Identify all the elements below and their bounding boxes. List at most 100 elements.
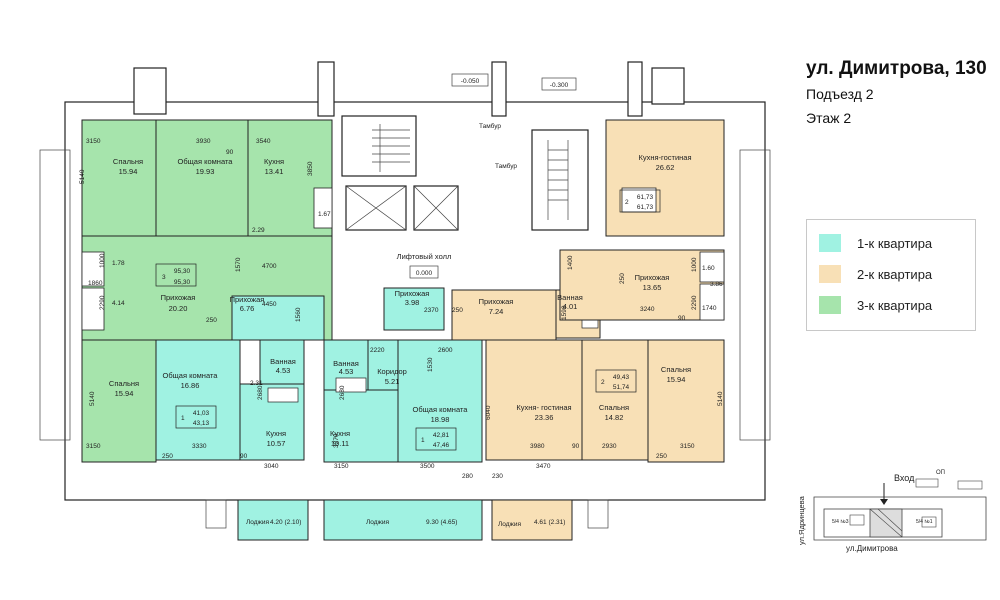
svg-text:1400: 1400 xyxy=(567,255,574,270)
apartment-3-room[interactable] xyxy=(81,119,333,463)
apartment-1-room-a[interactable] xyxy=(155,295,325,541)
svg-text:3470: 3470 xyxy=(536,463,551,470)
svg-text:3.86: 3.86 xyxy=(710,281,723,288)
svg-text:42,81: 42,81 xyxy=(433,432,450,439)
svg-text:2290: 2290 xyxy=(99,295,106,310)
svg-text:Лоджия: Лоджия xyxy=(366,519,390,526)
core-labels: -0.050 -0.300 Тамбур Тамбур Лифтовый хол… xyxy=(397,78,569,277)
legend-item-2-room: 2-к квартира xyxy=(819,263,932,285)
svg-text:1: 1 xyxy=(181,415,185,422)
entrance-label: Подъезд 2 xyxy=(806,86,874,102)
svg-text:2: 2 xyxy=(625,199,629,206)
legend-label: 3-к квартира xyxy=(857,297,933,313)
room-bedroom-mid xyxy=(581,339,649,461)
svg-text:20.20: 20.20 xyxy=(169,304,188,313)
svg-text:Общая комната: Общая комната xyxy=(413,405,469,414)
svg-text:26.62: 26.62 xyxy=(656,163,675,172)
tambur-label: Тамбур xyxy=(479,122,501,130)
svg-text:90: 90 xyxy=(572,443,580,450)
svg-text:Кухня-гостиная: Кухня-гостиная xyxy=(638,153,691,162)
svg-text:1: 1 xyxy=(421,437,425,444)
svg-text:4450: 4450 xyxy=(262,301,277,308)
room-bedroom-top xyxy=(81,119,157,237)
svg-text:Спальня: Спальня xyxy=(661,365,691,374)
svg-text:250: 250 xyxy=(452,307,463,314)
room-living xyxy=(155,339,241,461)
svg-text:5140: 5140 xyxy=(79,169,86,184)
svg-text:3980: 3980 xyxy=(530,443,545,450)
apartment-1-room-b[interactable] xyxy=(323,287,483,541)
svg-text:1860: 1860 xyxy=(88,280,103,287)
svg-text:13.65: 13.65 xyxy=(643,283,662,292)
room-hallway xyxy=(451,289,557,341)
legend-label: 1-к квартира xyxy=(857,235,933,251)
svg-text:Спальня: Спальня xyxy=(109,379,139,388)
svg-text:250: 250 xyxy=(206,317,217,324)
svg-text:3.98: 3.98 xyxy=(405,298,420,307)
bath-a xyxy=(81,251,105,287)
svg-text:Кухня: Кухня xyxy=(330,429,350,438)
svg-text:15.94: 15.94 xyxy=(115,389,134,398)
bath-small xyxy=(699,251,725,283)
svg-text:10.11: 10.11 xyxy=(331,439,349,448)
apartment-2-room-b[interactable] xyxy=(559,119,725,321)
svg-text:280: 280 xyxy=(462,473,473,480)
svg-text:1000: 1000 xyxy=(691,257,698,272)
svg-text:Лоджия: Лоджия xyxy=(498,521,522,528)
svg-text:5140: 5140 xyxy=(89,391,96,406)
svg-text:4.53: 4.53 xyxy=(339,367,354,376)
legend-swatch xyxy=(819,234,841,252)
room-bedroom-bottom xyxy=(81,339,157,463)
svg-text:4.20 (2.10): 4.20 (2.10) xyxy=(270,519,301,526)
svg-text:4700: 4700 xyxy=(262,263,277,270)
room-kitchen-living xyxy=(605,119,725,237)
svg-text:14.82: 14.82 xyxy=(605,413,624,422)
site-plan: Вход ОП 5/4 №3 5/4 №1 ул.Димитрова ул.Яд… xyxy=(797,470,987,553)
svg-text:90: 90 xyxy=(240,453,248,460)
svg-text:90: 90 xyxy=(226,149,234,156)
tambur-label: Тамбур xyxy=(495,162,517,170)
room-hallway xyxy=(383,287,445,331)
building-core xyxy=(341,73,589,279)
svg-text:250: 250 xyxy=(619,273,626,284)
svg-text:6040: 6040 xyxy=(485,405,492,420)
svg-text:Спальня: Спальня xyxy=(113,157,143,166)
svg-text:16.86: 16.86 xyxy=(181,381,200,390)
room-living xyxy=(155,119,249,237)
svg-text:3040: 3040 xyxy=(264,463,279,470)
legend-item-3-room: 3-к квартира xyxy=(819,294,932,316)
legend-swatch xyxy=(819,296,841,314)
svg-text:49,43: 49,43 xyxy=(613,374,630,381)
apartment-1a-labels: Прихожая 6.76 Ванная 4.53 Общая комната … xyxy=(163,295,302,526)
floor-label: Этаж 2 xyxy=(806,110,852,126)
svg-text:Прихожая: Прихожая xyxy=(395,289,430,298)
svg-text:95,30: 95,30 xyxy=(174,279,191,286)
svg-text:1.78: 1.78 xyxy=(112,260,125,267)
svg-text:250: 250 xyxy=(656,453,667,460)
svg-text:250: 250 xyxy=(162,453,173,460)
svg-text:2: 2 xyxy=(601,379,605,386)
room-kitchen-living xyxy=(485,339,583,461)
svg-text:15.94: 15.94 xyxy=(119,167,138,176)
svg-text:3: 3 xyxy=(162,274,166,281)
svg-text:1570: 1570 xyxy=(235,257,242,272)
apartment-2b-labels: Кухня-гостиная 26.62 Прихожая 13.65 2 61… xyxy=(619,153,723,292)
svg-text:Прихожая: Прихожая xyxy=(479,297,514,306)
svg-text:3270: 3270 xyxy=(333,433,340,448)
room-bedroom-right xyxy=(647,339,725,463)
svg-text:1.67: 1.67 xyxy=(318,211,331,218)
svg-text:2.29: 2.29 xyxy=(252,227,265,234)
svg-text:61,73: 61,73 xyxy=(637,194,654,201)
bath-large xyxy=(699,283,725,321)
floor-plan: -0.050 -0.300 Тамбур Тамбур Лифтовый хол… xyxy=(39,61,771,541)
apartment-3-labels: Спальня 15.94 Общая комната 19.93 Кухня … xyxy=(109,157,331,398)
svg-text:13.41: 13.41 xyxy=(265,167,284,176)
svg-text:95,30: 95,30 xyxy=(174,268,191,275)
svg-text:2290: 2290 xyxy=(691,295,698,310)
svg-text:9.30 (4.65): 9.30 (4.65) xyxy=(426,519,457,526)
site-street-left: ул.Ядринцева xyxy=(797,495,806,545)
svg-text:4.14: 4.14 xyxy=(112,300,125,307)
room-hallway xyxy=(231,295,325,341)
elevator-hall-level: 0.000 xyxy=(416,270,433,277)
legend-swatch xyxy=(819,265,841,283)
